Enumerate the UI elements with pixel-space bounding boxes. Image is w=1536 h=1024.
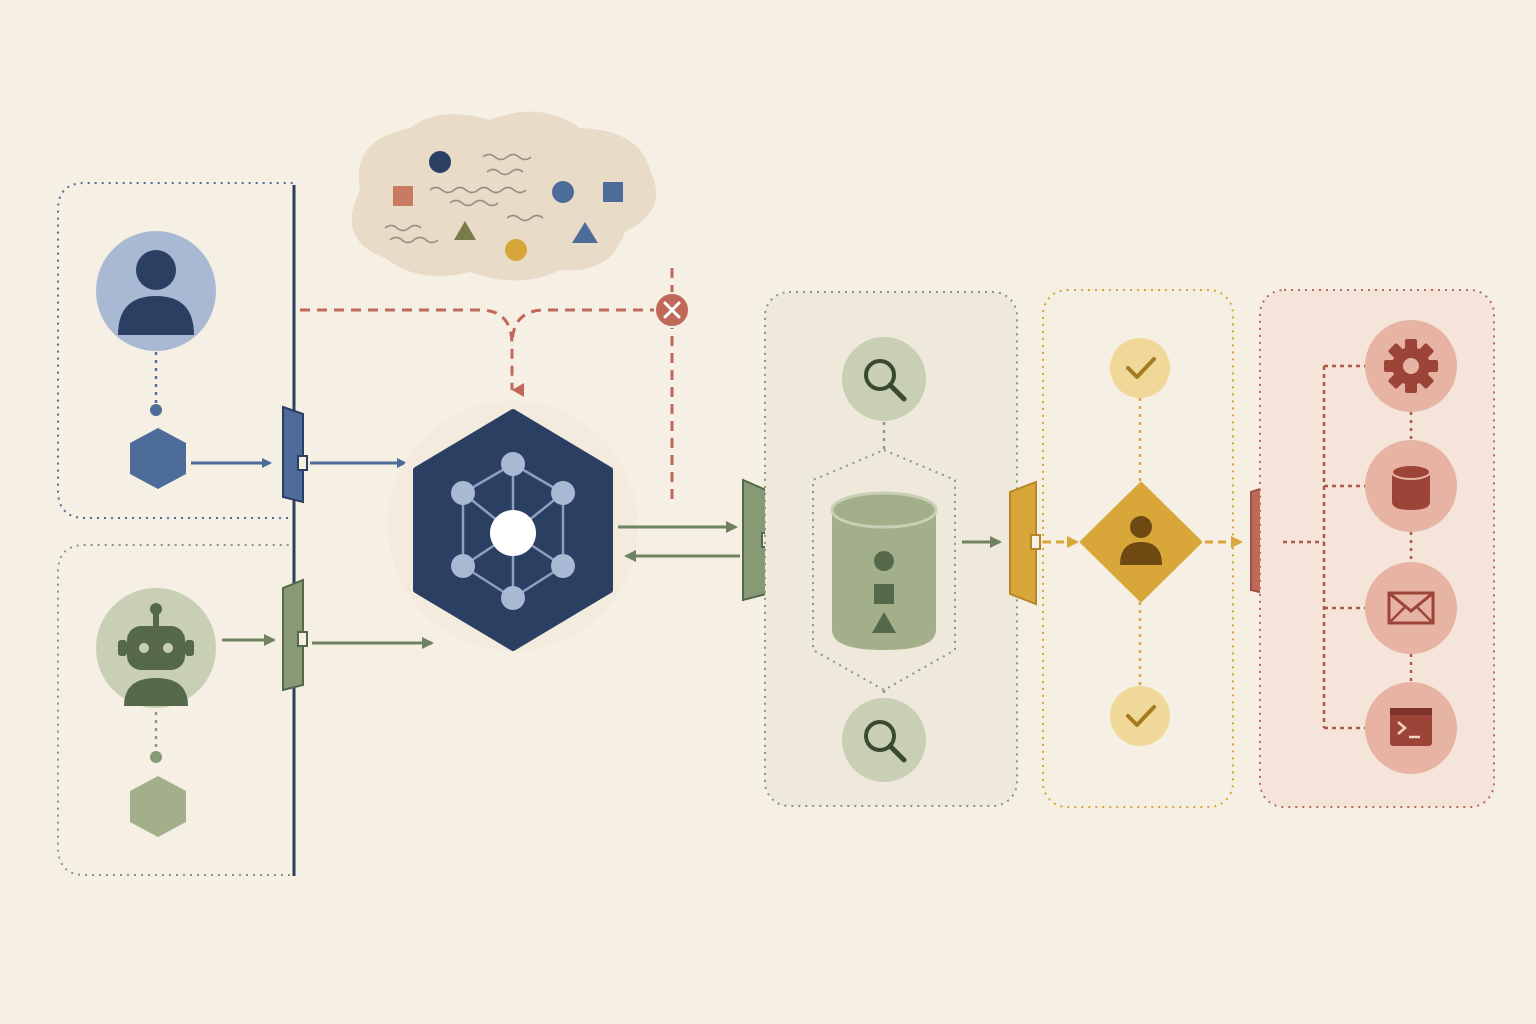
human-actor-panel [57, 182, 295, 519]
search-icon [842, 698, 926, 782]
agent-actor-panel [57, 544, 290, 876]
retrieval-stage [764, 291, 1018, 807]
context-injection-path [300, 308, 524, 397]
robot-icon [118, 603, 194, 706]
tools-stage [1259, 289, 1495, 808]
check-icon [1110, 686, 1170, 746]
gear-icon [1365, 320, 1457, 412]
context-dot-icon [429, 151, 451, 173]
mail-icon [1365, 562, 1457, 654]
context-triangle-icon [454, 221, 476, 240]
human-approval-diamond-icon [1080, 482, 1202, 602]
agent-gate [282, 578, 304, 692]
agent-hexagon-token-icon [130, 776, 186, 837]
approval-gate [1009, 480, 1037, 606]
terminal-icon [1365, 682, 1457, 774]
human-gate [282, 405, 304, 504]
database-cylinder-icon [830, 491, 938, 650]
context-square-icon [393, 186, 413, 206]
search-icon [842, 337, 926, 421]
database-icon [1365, 440, 1457, 532]
human-hexagon-token-icon [130, 428, 186, 489]
check-icon [1110, 338, 1170, 398]
blocked-x-icon [654, 292, 690, 328]
context-cloud [351, 111, 657, 281]
orchestrator-hub [388, 401, 638, 651]
person-icon [118, 250, 194, 335]
approval-stage [1042, 289, 1234, 808]
